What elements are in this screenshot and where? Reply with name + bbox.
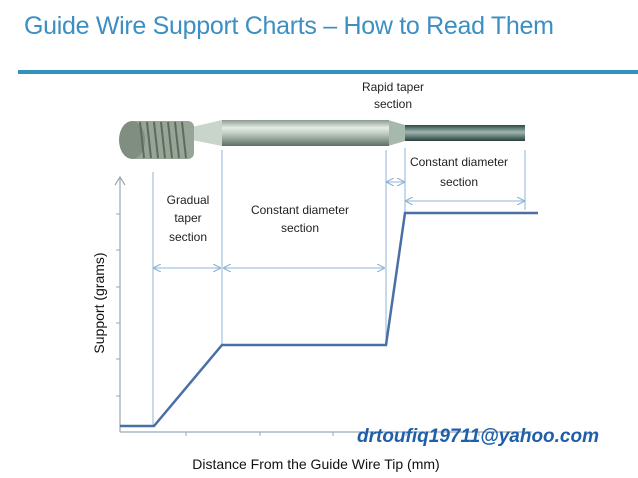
title-underline [18,70,638,74]
gradual-taper-label-line2: taper [174,211,201,225]
x-axis-title: Distance From the Guide Wire Tip (mm) [192,456,439,472]
section-guides [152,148,526,426]
constant-right-label-line1: Constant diameter [410,155,508,169]
chart-axes [114,175,532,436]
watermark-email: drtoufiq19711@yahoo.com [357,426,599,447]
gradual-taper-label-line3: section [169,230,207,244]
guide-wire-illustration [119,120,525,159]
support-curve [120,211,538,428]
rapid-taper-label-line1: Rapid taper [362,80,424,94]
gradual-taper-label-line1: Gradual [167,193,210,207]
constant-left-label-line2: section [281,221,319,235]
page-title: Guide Wire Support Charts – How to Read … [24,12,554,40]
rapid-taper-label-line2: section [374,97,412,111]
y-axis-title: Support (grams) [91,252,107,353]
constant-right-label-line2: section [440,175,478,189]
constant-left-label-line1: Constant diameter [251,203,349,217]
